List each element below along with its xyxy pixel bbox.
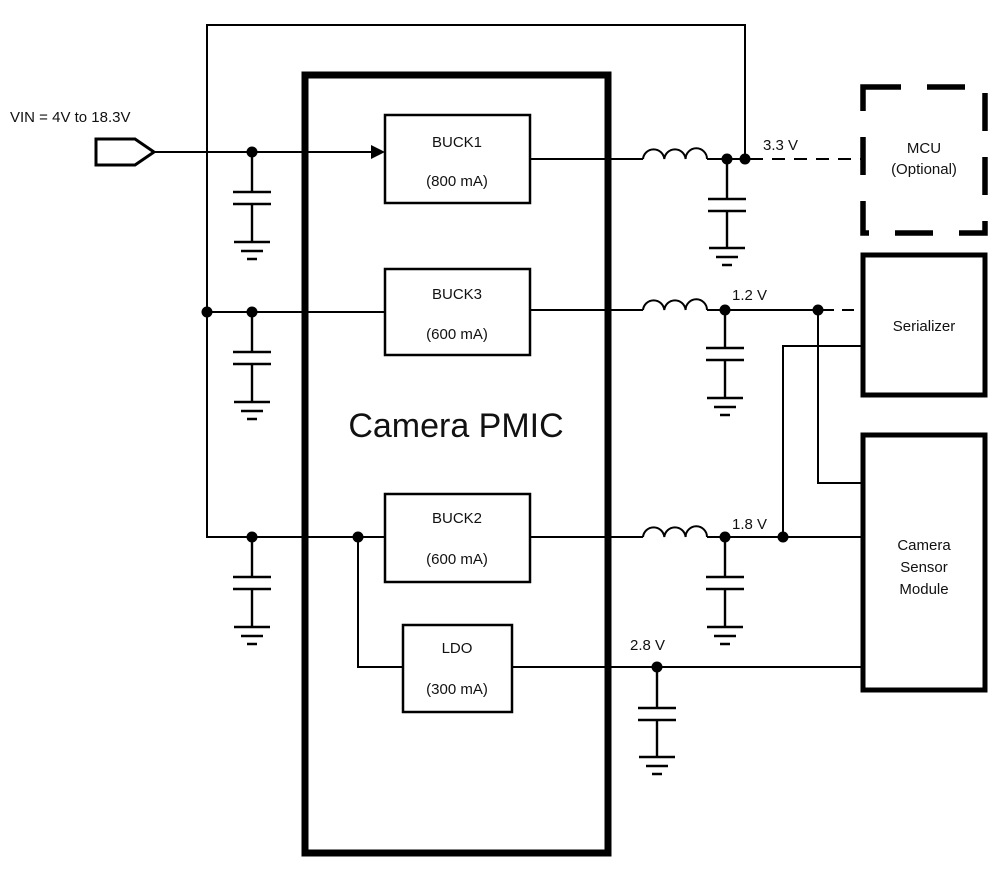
junction-dots (201, 146, 824, 673)
camera-label-line3: Module (899, 581, 948, 598)
serializer-label: Serializer (893, 318, 956, 335)
capacitor-28v (638, 667, 676, 776)
capacitor-buck2-in (233, 537, 271, 646)
junction-vin-cap (246, 146, 258, 158)
capacitor-12v (706, 310, 744, 417)
inductor-buck2 (642, 525, 708, 538)
capacitor-33v (708, 159, 746, 267)
ground-33v (709, 246, 745, 267)
rail-label-33v: 3.3 V (763, 137, 798, 154)
wire-12v-to-camera (817, 310, 863, 484)
ground-28v (639, 755, 675, 776)
junction-buck3-cap (246, 306, 258, 318)
vin-label: VIN = 4V to 18.3V (10, 109, 131, 126)
mcu-label-line1: MCU (907, 140, 941, 157)
junction-18v-serializer (777, 531, 789, 543)
ground-buck3-in (234, 400, 270, 421)
ldo-label: LDO (442, 640, 473, 657)
pmic-box (301, 71, 612, 857)
wire-33v-feedback-loop (206, 24, 746, 538)
rail-label-12v: 1.2 V (732, 287, 767, 304)
capacitor-buck3-in (233, 312, 271, 421)
inductor-buck3 (642, 298, 708, 311)
inductor-buck1 (642, 147, 708, 160)
junction-buck3-rail (201, 306, 213, 318)
junction-33v-feedback (739, 153, 751, 165)
buck3-box (383, 267, 532, 357)
capacitor-18v (706, 537, 744, 646)
mcu-label-line2: (Optional) (891, 161, 957, 178)
vin-connector-symbol (94, 137, 157, 167)
serializer-box (860, 252, 988, 398)
capacitor-vin (233, 152, 271, 261)
pmic-title: Camera PMIC (348, 407, 563, 445)
camera-label-line2: Sensor (900, 559, 948, 576)
ground-vin (234, 240, 270, 261)
buck1-rating: (800 mA) (426, 173, 488, 190)
buck3-rating: (600 mA) (426, 326, 488, 343)
junction-12v-branch (812, 304, 824, 316)
wire-ldo-input-branch (357, 537, 403, 668)
junction-ldo-branch (352, 531, 364, 543)
rail-label-28v: 2.8 V (630, 637, 665, 654)
buck2-box (383, 492, 532, 584)
buck2-rating: (600 mA) (426, 551, 488, 568)
buck2-label: BUCK2 (432, 510, 482, 527)
mcu-box (860, 84, 988, 236)
camera-label-line1: Camera (897, 537, 951, 554)
rail-label-18v: 1.8 V (732, 516, 767, 533)
buck1-box (383, 113, 532, 205)
junction-12v-cap (719, 304, 731, 316)
vin-arrowhead-icon (371, 145, 385, 159)
junction-buck2-cap (246, 531, 258, 543)
ground-buck2-in (234, 625, 270, 646)
wire-18v-to-serializer (782, 345, 863, 537)
ground-12v (707, 396, 743, 417)
junction-33v-cap (721, 153, 733, 165)
ground-18v (707, 625, 743, 646)
ldo-rating: (300 mA) (426, 681, 488, 698)
junction-18v-cap (719, 531, 731, 543)
junction-28v-cap (651, 661, 663, 673)
ldo-box (401, 623, 514, 714)
camera-sensor-module-box (860, 432, 988, 693)
buck3-label: BUCK3 (432, 286, 482, 303)
buck1-label: BUCK1 (432, 134, 482, 151)
